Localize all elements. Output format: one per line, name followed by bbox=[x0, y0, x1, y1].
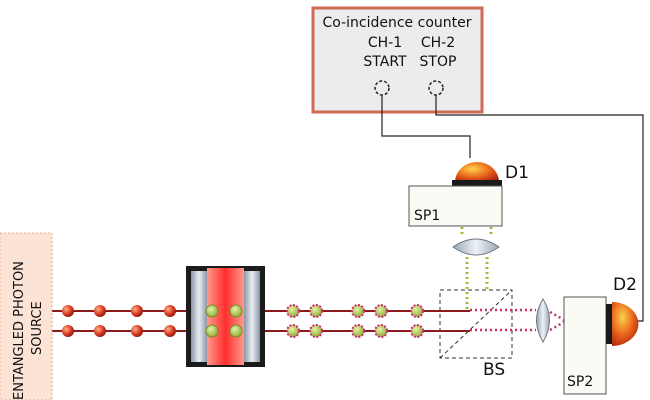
signal-cables bbox=[381, 95, 644, 322]
magenta-focus-upper bbox=[549, 310, 567, 323]
detector-d2-base bbox=[606, 304, 612, 344]
cable-ch2-d2 bbox=[435, 95, 644, 322]
lens-sp1-icon bbox=[452, 238, 500, 256]
photon-marker bbox=[309, 324, 323, 338]
beam-splitter: BS bbox=[439, 289, 513, 380]
photon-marker bbox=[62, 325, 74, 337]
photon-marker bbox=[410, 304, 424, 318]
beam-splitter-cube bbox=[439, 289, 513, 359]
photon-marker bbox=[205, 324, 219, 338]
source-box bbox=[0, 232, 53, 400]
cable-ch1-d1 bbox=[381, 95, 471, 158]
detector-d1-base bbox=[452, 180, 502, 186]
photon-marker bbox=[410, 324, 424, 338]
spectrometer-sp1 bbox=[408, 185, 503, 227]
photon-marker bbox=[131, 305, 143, 317]
photon-marker bbox=[229, 304, 243, 318]
photon-marker bbox=[309, 304, 323, 318]
magenta-beam bbox=[470, 308, 567, 332]
counter-start-label: START bbox=[363, 54, 407, 70]
photon-marker bbox=[374, 304, 388, 318]
photon-marker bbox=[94, 325, 106, 337]
photon-marker bbox=[205, 304, 219, 318]
photon-marker bbox=[374, 324, 388, 338]
detector-d2-label: D2 bbox=[613, 275, 637, 295]
cavity-left-plate bbox=[191, 271, 207, 362]
photon-marker bbox=[286, 304, 300, 318]
photon-marker bbox=[62, 305, 74, 317]
spectrometer-sp2 bbox=[563, 296, 607, 395]
counter-ch2-label: CH-2 bbox=[421, 35, 455, 51]
photon-marker bbox=[229, 324, 243, 338]
beam-splitter-label: BS bbox=[483, 360, 505, 380]
detector-d2-assembly: SP2 D2 bbox=[563, 275, 639, 395]
source-label-line2: SOURCE bbox=[30, 301, 45, 355]
beam-splitter-diagonal bbox=[439, 289, 513, 359]
spectrometer-sp2-label: SP2 bbox=[567, 374, 593, 390]
cavity-right-plate bbox=[244, 271, 260, 362]
counter-box bbox=[311, 6, 484, 114]
detector-d2-icon bbox=[612, 302, 639, 346]
cavity bbox=[186, 266, 265, 367]
photon-marker bbox=[286, 324, 300, 338]
green-beam-up bbox=[460, 227, 493, 310]
coincidence-counter: Co-incidence counter CH-1 CH-2 START STO… bbox=[311, 6, 484, 114]
photon-marker bbox=[164, 325, 176, 337]
detector-d1-label: D1 bbox=[505, 163, 529, 183]
spectrometer-sp1-label: SP1 bbox=[414, 208, 440, 224]
magenta-focus-lower bbox=[549, 319, 567, 332]
photon-marker bbox=[351, 304, 365, 318]
photon-marker bbox=[131, 325, 143, 337]
entangled-photon-source: ENTANGLED PHOTON SOURCE bbox=[0, 232, 53, 400]
red-photons bbox=[62, 305, 176, 337]
cavity-photons bbox=[205, 304, 243, 338]
counter-title: Co-incidence counter bbox=[322, 15, 471, 31]
photon-marker bbox=[351, 324, 365, 338]
photon-marker bbox=[94, 305, 106, 317]
source-label-line1: ENTANGLED PHOTON bbox=[12, 261, 27, 400]
detector-d1-assembly: D1 SP1 bbox=[408, 162, 529, 227]
counter-stop-label: STOP bbox=[420, 54, 457, 70]
lens-sp2-icon bbox=[536, 298, 550, 343]
counter-ch1-label: CH-1 bbox=[368, 35, 402, 51]
ringed-photons bbox=[286, 304, 424, 338]
detector-d1-icon bbox=[455, 162, 499, 182]
photon-marker bbox=[164, 305, 176, 317]
